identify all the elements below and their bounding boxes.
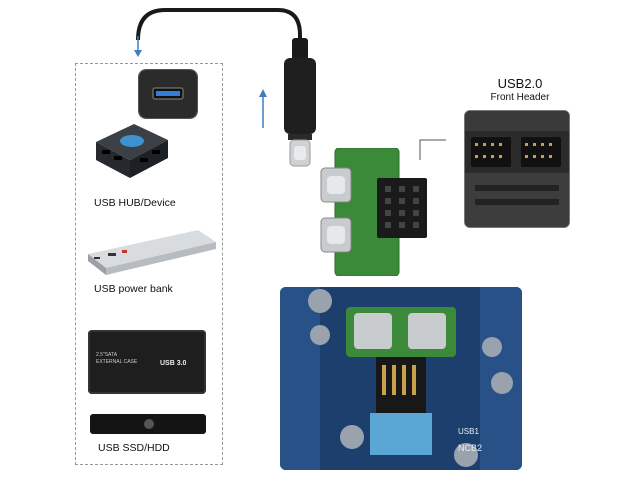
board-silk-usb1: USB1 xyxy=(458,427,479,436)
device-group-box xyxy=(75,63,223,465)
hdd-image xyxy=(90,414,206,434)
installed-adapter-photo: USB1 NCB2 xyxy=(280,287,522,470)
hdd-light xyxy=(144,419,154,429)
board-silk-ncb2: NCB2 xyxy=(458,443,483,453)
front-header-photo xyxy=(464,110,570,228)
up-arrow-head xyxy=(259,89,267,97)
enclosure-text-1: 2.5"SATA xyxy=(96,352,118,358)
enclosure-text-2: EXTERNAL CASE xyxy=(96,359,138,365)
type-c-plug-image xyxy=(284,38,316,167)
usb-port-thumbnail xyxy=(138,69,198,119)
header-title: USB2.0 xyxy=(497,76,543,91)
down-arrow-head xyxy=(134,50,142,57)
adapter-board-image xyxy=(320,148,427,276)
enclosure-usb-text: USB 3.0 xyxy=(160,360,187,367)
header-subtitle: Front Header xyxy=(490,92,550,103)
usb-hub-label: USB HUB/Device xyxy=(94,197,176,209)
ssd-enclosure-image: 2.5"SATA EXTERNAL CASE USB 3.0 xyxy=(88,330,206,394)
ssd-hdd-label: USB SSD/HDD xyxy=(98,442,170,454)
cable-wire xyxy=(136,8,302,45)
usb-hub-image xyxy=(96,124,168,178)
power-bank-image xyxy=(88,230,216,275)
power-bank-label: USB power bank xyxy=(94,283,173,295)
